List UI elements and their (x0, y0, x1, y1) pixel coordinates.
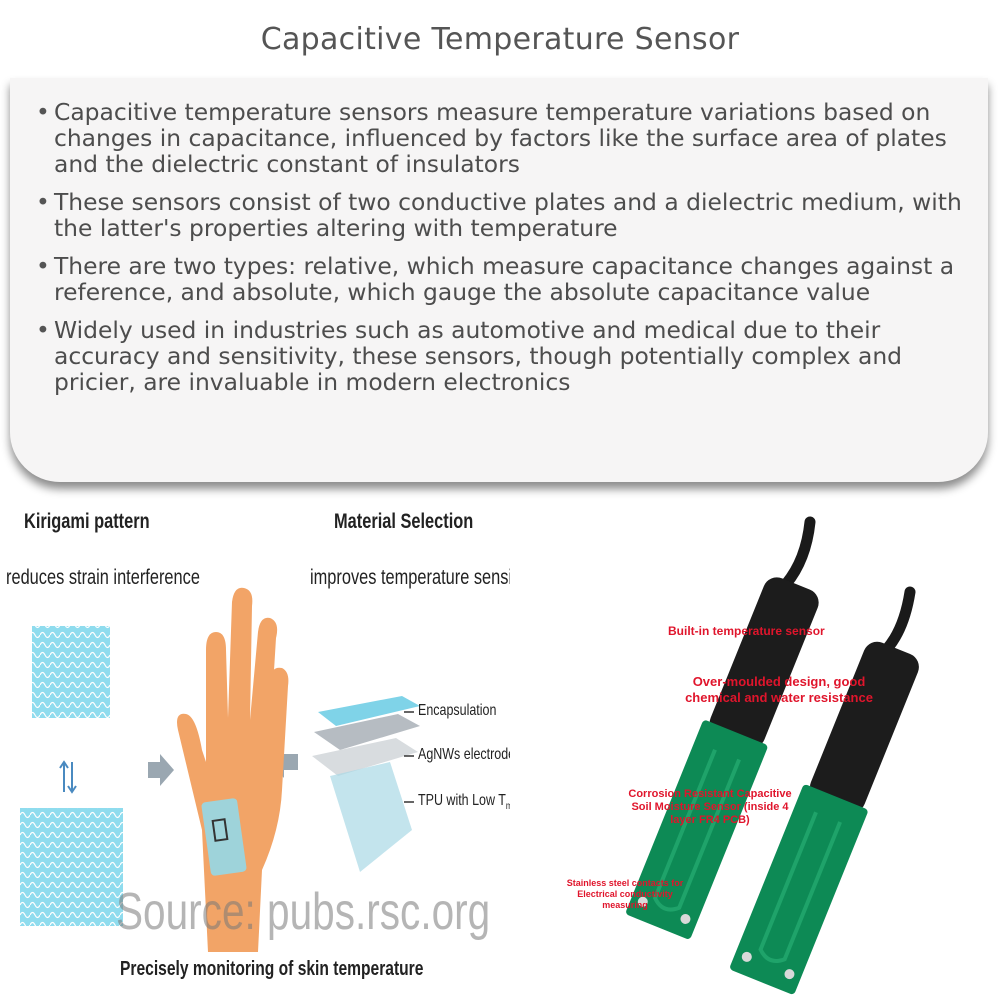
soil-sensor-figure: Built-in temperature sensor Over-moulded… (510, 500, 1000, 1000)
label-over-moulded: Over-moulded design, good chemical and w… (685, 674, 873, 705)
bullet-item: Widely used in industries such as automo… (34, 317, 968, 395)
layer-label-electrodes: AgNWs electrodes (418, 746, 510, 763)
sensor-chip (211, 818, 229, 842)
label-stainless-contacts: Stainless steel contacts for Electrical … (566, 878, 684, 910)
kirigami-subtitle: reduces strain interference (6, 566, 200, 589)
material-subtitle: improves temperature sensitivity (310, 566, 510, 589)
material-title: Material Selection (334, 510, 474, 533)
figure-caption: Precisely monitoring of skin temperature (120, 958, 424, 980)
kirigami-mesh-bottom (20, 808, 123, 926)
kirigami-title: Kirigami pattern (24, 510, 150, 533)
bullet-item: There are two types: relative, which mea… (34, 253, 968, 305)
hand-shape (177, 587, 289, 952)
skin-sensor-illustration (20, 587, 420, 952)
page-title: Capacitive Temperature Sensor (260, 22, 740, 57)
layer-label-tpu: TPU with Low Tm (418, 792, 510, 812)
strain-arrows-icon (59, 760, 77, 794)
kirigami-mesh-top (32, 626, 110, 718)
source-watermark: Source: pubs.rsc.org (116, 883, 491, 941)
layer-label-encapsulation: Encapsulation (418, 702, 497, 719)
soil-sensor-photo (626, 516, 919, 995)
bullet-list: Capacitive temperature sensors measure t… (10, 78, 988, 395)
bullet-item: Capacitive temperature sensors measure t… (34, 99, 968, 177)
probe-left (626, 516, 819, 939)
sensor-patch (201, 798, 247, 876)
probe-right (730, 586, 919, 995)
label-built-in-sensor: Built-in temperature sensor (668, 624, 825, 638)
label-corrosion-resistant: Corrosion Resistant Capacitive Soil Mois… (628, 788, 792, 826)
bullet-item: These sensors consist of two conductive … (34, 189, 968, 241)
skin-sensor-figure: Kirigami pattern reduces strain interfer… (0, 500, 510, 1000)
summary-card: Capacitive temperature sensors measure t… (10, 78, 988, 482)
material-layers (312, 696, 420, 872)
right-arrow-icon (148, 754, 174, 786)
